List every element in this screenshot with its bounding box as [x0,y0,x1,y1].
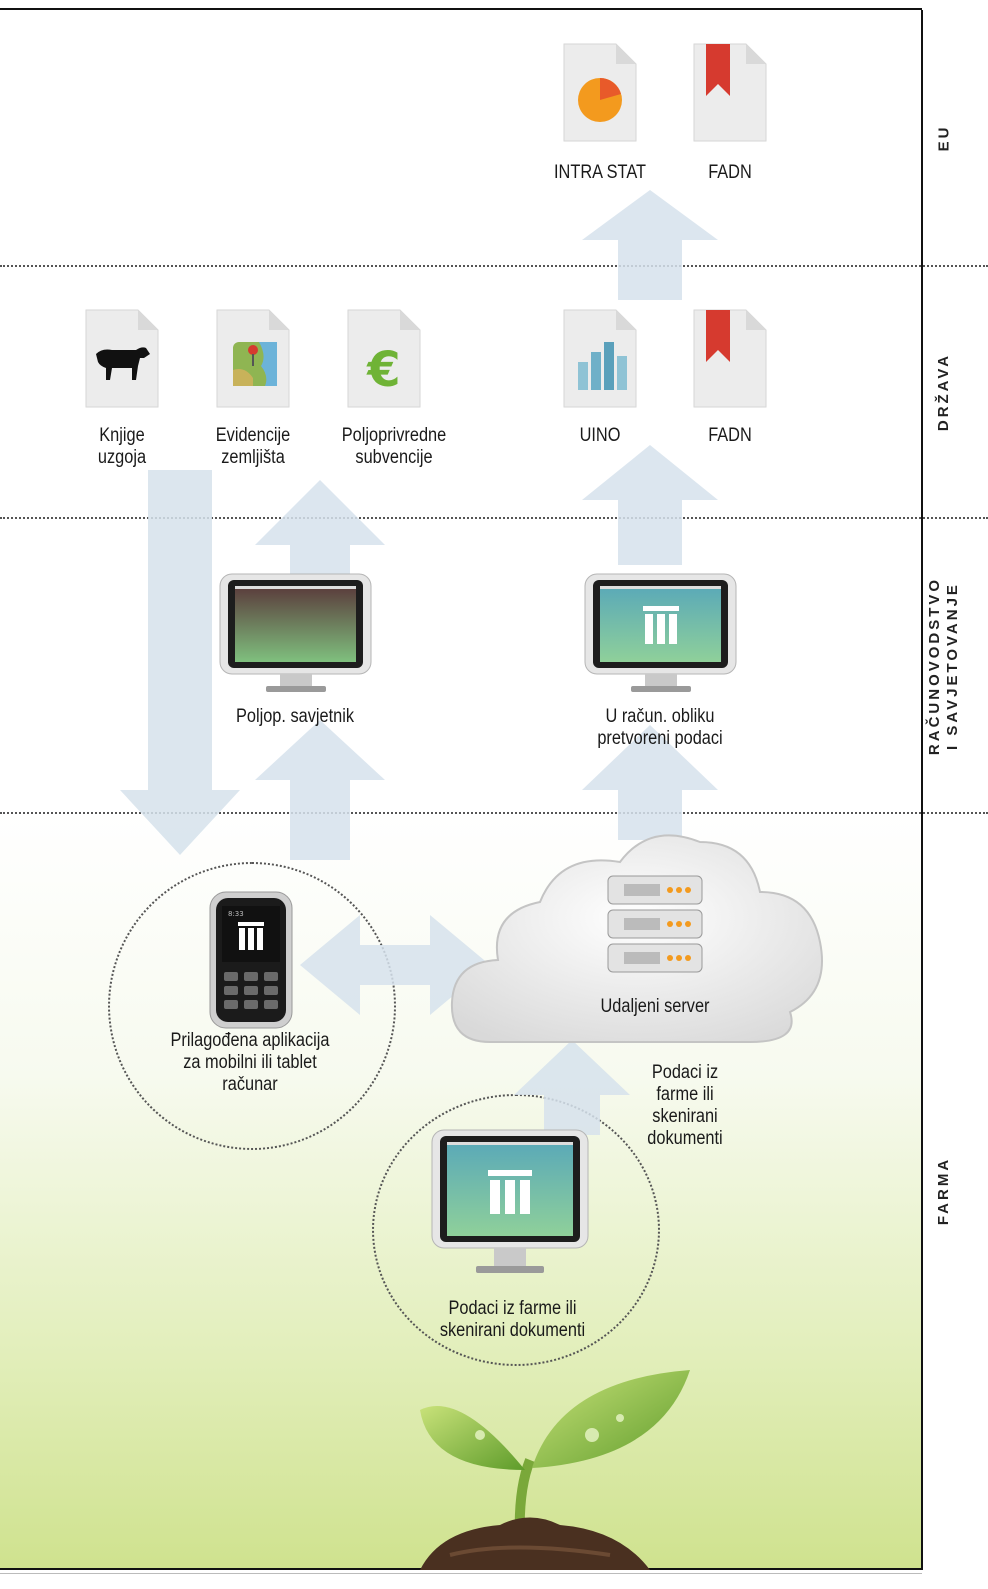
knjige-line2: uzgoja [97,447,147,468]
band-racunovodstvo-line2: I SAVJETOVANJE [944,581,961,750]
computer-icon [584,573,737,692]
arrow-up-to-server [514,1040,630,1135]
poljoprivredne-label: Poljoprivredne subvencije [325,425,463,469]
band-racunovodstvo-label: RAČUNOVODSTVO I SAVJETOVANJE [926,576,962,754]
separator-eu-drzava [0,265,988,267]
band-drzava: DRŽAVA [924,267,964,517]
knjige-line1: Knjige [99,425,145,446]
arrow-up-to-subvencije [255,480,385,575]
podaci-line1: Podaci iz farme ili [448,1298,577,1319]
cow-icon [85,309,159,408]
top-border [0,8,922,10]
flow-arrows [120,190,718,1135]
plant-icon [420,1370,690,1570]
band-drzava-label: DRŽAVA [935,352,952,432]
band-farma: FARMA [924,814,964,1568]
podaci-side-label: Podaci iz farme ili skenirani dokumenti [629,1062,741,1150]
evidencije-line2: zemljišta [221,447,285,468]
bottom-border-secondary [0,1573,922,1574]
band-eu: EU [924,10,964,265]
app-line3: računar [222,1074,278,1095]
phone-time: 8:33 [228,910,244,918]
pie-chart-icon [563,43,637,142]
arrow-up-to-drzava-right [582,445,718,565]
server-label: Udaljeni server [600,996,710,1017]
mobile-app-circle [108,862,396,1150]
computer-icon [219,573,372,692]
euro-icon: € [347,309,421,408]
evidencije-label: Evidencije zemljišta [193,425,313,469]
app-line2: za mobilni ili tablet [183,1052,317,1073]
phone-icon: 8:33 [209,891,293,1029]
map-icon [216,309,290,408]
podaci-side-line1: Podaci iz [651,1062,719,1083]
svg-text:€: € [366,342,400,398]
podaci-side-line4: dokumenti [647,1128,723,1149]
fadn-eu-label: FADN [708,162,752,183]
podaci-label: Podaci iz farme ili skenirani dokumenti [416,1298,610,1342]
band-farma-label: FARMA [935,1156,953,1226]
computer-icon [431,1129,589,1273]
racun-label: U račun. obliku pretvoreni podaci [583,706,738,750]
separator-racunovodstvo-farma [0,812,988,814]
podaci-side-line3: skenirani [652,1106,718,1127]
poljoprivredne-line1: Poljoprivredne [341,425,447,446]
racun-line1: U račun. obliku [605,706,715,727]
server-icon [607,875,703,973]
app-line1: Prilagođena aplikacija [170,1030,330,1051]
podaci-line2: skenirani dokumenti [439,1320,586,1341]
bookmark-icon [693,309,767,408]
cloud-icon [450,834,823,1043]
mobile-app-label: Prilagođena aplikacija za mobilni ili ta… [155,1030,344,1096]
arrow-up-to-savjetnik [255,720,385,860]
arrow-mobile-cloud [300,915,490,1015]
separator-drzava-racunovodstvo [0,517,988,519]
podaci-side-line2: farme ili [656,1084,714,1105]
knjige-label: Knjige uzgoja [70,425,173,469]
band-racunovodstvo: RAČUNOVODSTVO I SAVJETOVANJE [924,519,964,812]
evidencije-line1: Evidencije [215,425,291,446]
poljoprivredne-line2: subvencije [355,447,433,468]
arrow-up-to-racun [582,725,718,840]
band-racunovodstvo-line1: RAČUNOVODSTVO [926,576,943,755]
band-eu-label: EU [935,124,952,151]
fadn-drzava-label: FADN [708,425,752,446]
racun-line2: pretvoreni podaci [597,728,723,749]
intra-stat-label: INTRA STAT [554,162,646,183]
uino-label: UINO [579,425,621,446]
savjetnik-label: Poljop. savjetnik [235,706,355,727]
arrow-down-to-mobile [120,470,240,855]
bar-chart-icon [563,309,637,408]
band-divider [921,10,923,1570]
bookmark-icon [693,43,767,142]
arrow-up-to-eu [582,190,718,300]
